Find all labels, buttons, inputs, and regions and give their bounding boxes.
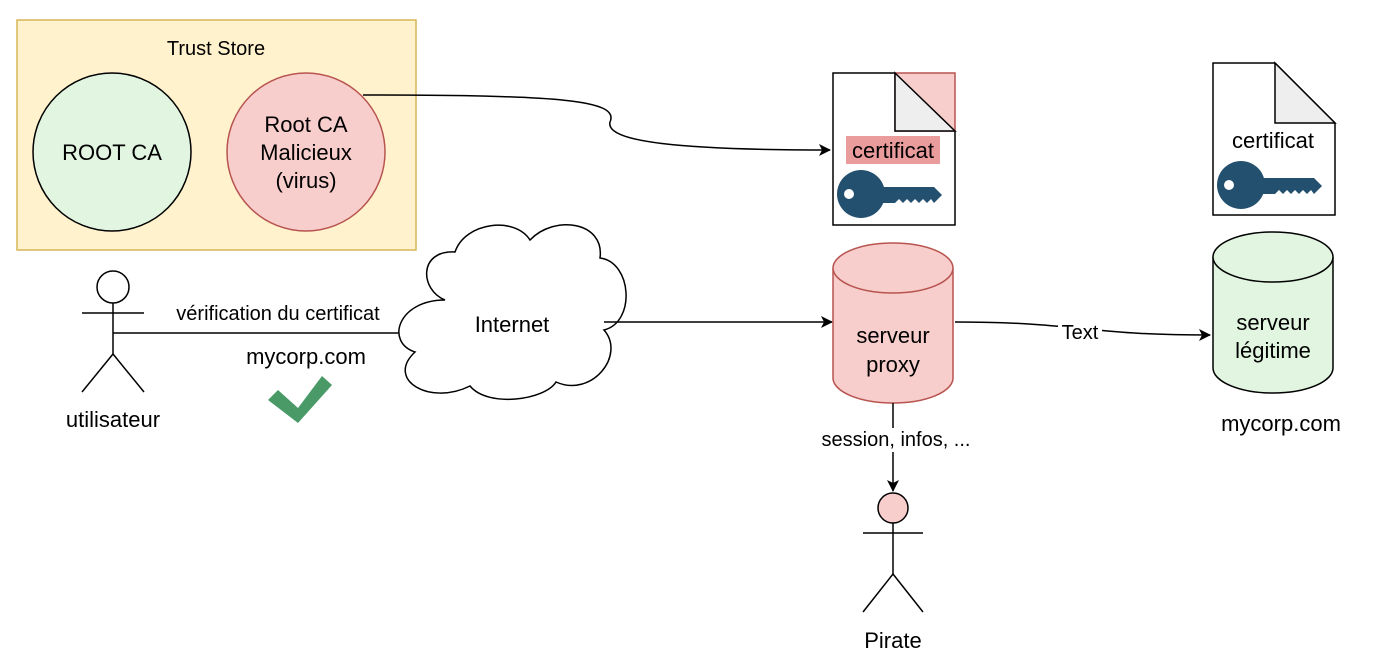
trust-store-title: Trust Store [167, 38, 265, 60]
legitimate-domain-label: mycorp.com [1221, 411, 1341, 436]
key-icon [837, 170, 942, 218]
user-label: utilisateur [66, 407, 160, 432]
legitimate-certificate-label: certificat [1232, 128, 1314, 153]
pirate-actor [862, 492, 924, 613]
proxy-label-line1: serveur [856, 323, 929, 348]
malicious-root-ca-circle: Root CA Malicieux (virus) [226, 72, 386, 232]
user-actor [81, 270, 145, 393]
user-domain-label: mycorp.com [246, 344, 366, 369]
checkmark-icon [268, 376, 332, 423]
forged-certificate-label: certificat [852, 138, 934, 163]
edge-proxy-legit-label: Text [1062, 322, 1099, 344]
pirate-label: Pirate [864, 628, 921, 653]
legitimate-label-line1: serveur [1236, 310, 1309, 335]
legitimate-server: serveur légitime [1212, 231, 1334, 394]
internet-label: Internet [475, 312, 550, 337]
edge-user-label: vérification du certificat [176, 303, 380, 325]
forged-certificate: certificat [832, 71, 957, 226]
proxy-label-line2: proxy [866, 352, 920, 377]
malicious-ca-line2: Malicieux [260, 140, 352, 165]
root-ca-label: ROOT CA [62, 140, 162, 165]
malicious-ca-line3: (virus) [275, 168, 336, 193]
legitimate-label-line2: légitime [1235, 338, 1311, 363]
edge-proxy-pirate-label: session, infos, ... [822, 429, 971, 451]
proxy-server: serveur proxy [832, 242, 954, 404]
legitimate-certificate: certificat [1212, 61, 1337, 216]
root-ca-circle: ROOT CA [32, 72, 192, 232]
trust-store: Trust Store ROOT CA Root CA Malicieux (v… [16, 19, 417, 251]
key-icon [1217, 161, 1322, 209]
malicious-ca-line1: Root CA [264, 112, 347, 137]
internet-cloud: Internet [398, 224, 627, 401]
edge-malicious-ca-to-forged-cert [362, 94, 831, 156]
